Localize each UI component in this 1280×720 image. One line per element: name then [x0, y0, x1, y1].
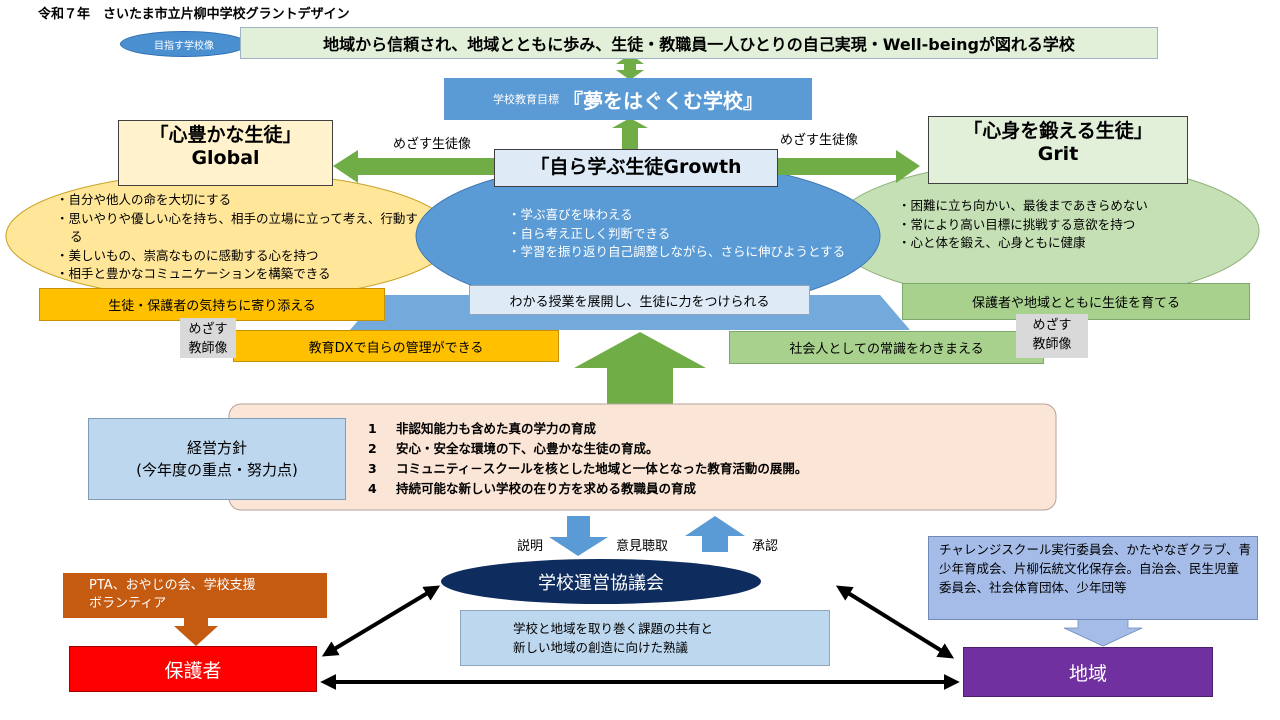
list-item: ・心と体を鍛え、心身ともに健康: [898, 235, 1086, 250]
student-image-label-left: めざす生徒像: [393, 137, 472, 152]
community-groups: チャレンジスクール実行委員会、かたやなぎクラブ、青少年育成会、片柳伝統文化保存会…: [928, 536, 1258, 620]
community-arrow: [1063, 618, 1143, 647]
pta-line1: PTA、おやじの会、学校支援: [89, 578, 256, 593]
to-heart-arrow: [333, 150, 496, 183]
mind-title-en: Grit: [1037, 143, 1079, 166]
teacher-tag-line2: 教師像: [188, 341, 228, 356]
teacher-image-tag-left: めざす 教師像: [180, 318, 236, 358]
student-image-label-right: めざす生徒像: [780, 133, 859, 148]
growth-title: 「自ら学ぶ生徒Growth: [494, 149, 778, 187]
school-council: 学校運営協議会: [441, 559, 761, 604]
teacher-tag-line2: 教師像: [1032, 337, 1072, 352]
mind-list: ・困難に立ち向かい、最後まであきらめない ・常により高い目標に挑戦する意欲を持つ…: [898, 197, 1238, 253]
list-item: ・常により高い目標に挑戦する意欲を持つ: [898, 216, 1136, 232]
policy-item: 3 コミュニティ－スクールを核とした地域と一体となった教育活動の展開。: [368, 459, 1008, 479]
goal-text: 『夢をはぐくむ学校』: [563, 88, 763, 113]
pta-arrow: [174, 618, 218, 646]
mind-title-jp: 「心身を鍛える生徒」: [963, 120, 1153, 142]
list-item: ・自ら考え正しく判断できる: [508, 225, 671, 241]
community-text: チャレンジスクール実行委員会、かたやなぎクラブ、青少年育成会、片柳伝統文化保存会…: [939, 542, 1252, 595]
mind-title: 「心身を鍛える生徒」 Grit: [928, 116, 1188, 184]
teacher-goal-dx: 教育DXで自らの管理ができる: [233, 330, 559, 362]
policy-item: 1 非認知能力も含めた真の学力の育成: [368, 419, 1008, 439]
pta-line2: ボランティア: [89, 596, 167, 611]
heart-title-jp: 「心豊かな生徒」: [149, 124, 302, 146]
policy-item: 4 持続可能な新しい学校の在り方を求める教職員の育成: [368, 479, 1008, 499]
parents-council-arrow: [321, 585, 441, 657]
list-item: ・相手と豊かなコミュニケーションを構築できる: [56, 266, 331, 281]
parents-box: 保護者: [69, 646, 317, 692]
policy-num: 1: [368, 421, 377, 436]
page-title: 令和７年 さいたま市立片柳中学校グラントデザイン: [38, 7, 350, 22]
opinion-label: 意見聴取: [616, 539, 669, 554]
vision-label: 目指す学校像: [120, 31, 248, 57]
policy-text: 安心・安全な環境の下、心豊かな生徒の育成。: [396, 441, 659, 456]
list-item: ・自分や他人の命を大切にする: [56, 192, 232, 207]
explain-arrow: [549, 516, 608, 556]
vision-goal-arrow: [616, 54, 644, 80]
list-item: ・困難に立ち向かい、最後まであきらめない: [898, 198, 1148, 213]
teacher-goal-empathy: 生徒・保護者の気持ちに寄り添える: [39, 288, 385, 321]
policy-text: コミュニティ－スクールを核とした地域と一体となった教育活動の展開。: [396, 461, 808, 476]
teacher-tag-line1: めざす: [188, 322, 228, 337]
teacher-goal-common-sense: 社会人としての常識をわきまえる: [729, 331, 1044, 364]
teacher-goal-community: 保護者や地域とともに生徒を育てる: [902, 283, 1250, 320]
policy-text: 非認知能力も含めた真の学力の育成: [396, 421, 597, 436]
pta-box: PTA、おやじの会、学校支援 ボランティア: [63, 573, 327, 618]
teacher-image-tag-right: めざす 教師像: [1016, 314, 1088, 358]
growth-list: ・学ぶ喜びを味わえる ・自ら考え正しく判断できる ・学習を振り返り自己調整しなが…: [508, 206, 848, 262]
council-desc-line1: 学校と地域を取り巻く課題の共有と: [513, 621, 714, 636]
policy-num: 2: [368, 441, 377, 456]
policy-label-line2: (今年度の重点・努力点): [136, 461, 298, 479]
policy-label: 経営方針 (今年度の重点・努力点): [88, 418, 346, 500]
approve-label: 承認: [752, 539, 779, 554]
approve-arrow: [685, 516, 745, 552]
list-item: ・学ぶ喜びを味わえる: [508, 207, 633, 222]
council-description: 学校と地域を取り巻く課題の共有と 新しい地域の創造に向けた熟議: [460, 610, 830, 666]
goal-label: 学校教育目標: [493, 93, 559, 106]
policy-list: 1 非認知能力も含めた真の学力の育成 2 安心・安全な環境の下、心豊かな生徒の育成。…: [368, 419, 1008, 499]
council-desc-line2: 新しい地域の創造に向けた熟議: [513, 640, 689, 655]
list-item: ・思いやりや優しい心を持ち、相手の立場に立って考え、行動する: [56, 210, 418, 245]
list-item: ・学習を振り返り自己調整しながら、さらに伸びようとする: [508, 244, 846, 259]
region-box: 地域: [963, 647, 1213, 697]
school-goal: 学校教育目標 『夢をはぐくむ学校』: [444, 78, 812, 120]
vision-text: 地域から信頼され、地域とともに歩み、生徒・教職員一人ひとりの自己実現・Well-…: [240, 27, 1158, 59]
heart-title-en: Global: [191, 147, 260, 170]
teacher-goal-lessons: わかる授業を展開し、生徒に力をつけられる: [469, 285, 810, 315]
teacher-tag-line1: めざす: [1032, 318, 1072, 333]
explain-label: 説明: [517, 539, 544, 554]
list-item: ・美しいもの、崇高なものに感動する心を持つ: [56, 247, 319, 263]
heart-list: ・自分や他人の命を大切にする ・思いやりや優しい心を持ち、相手の立場に立って考え…: [56, 191, 421, 284]
policy-up-arrow: [574, 332, 706, 408]
heart-title: 「心豊かな生徒」 Global: [118, 120, 333, 186]
to-mind-arrow: [778, 150, 920, 183]
policy-item: 2 安心・安全な環境の下、心豊かな生徒の育成。: [368, 439, 1008, 459]
policy-label-line1: 経営方針: [186, 439, 247, 457]
growth-to-goal-arrow: [612, 118, 648, 150]
policy-num: 3: [368, 461, 377, 476]
council-region-arrow: [835, 585, 955, 659]
policy-num: 4: [368, 481, 377, 496]
policy-text: 持続可能な新しい学校の在り方を求める教職員の育成: [396, 481, 697, 496]
